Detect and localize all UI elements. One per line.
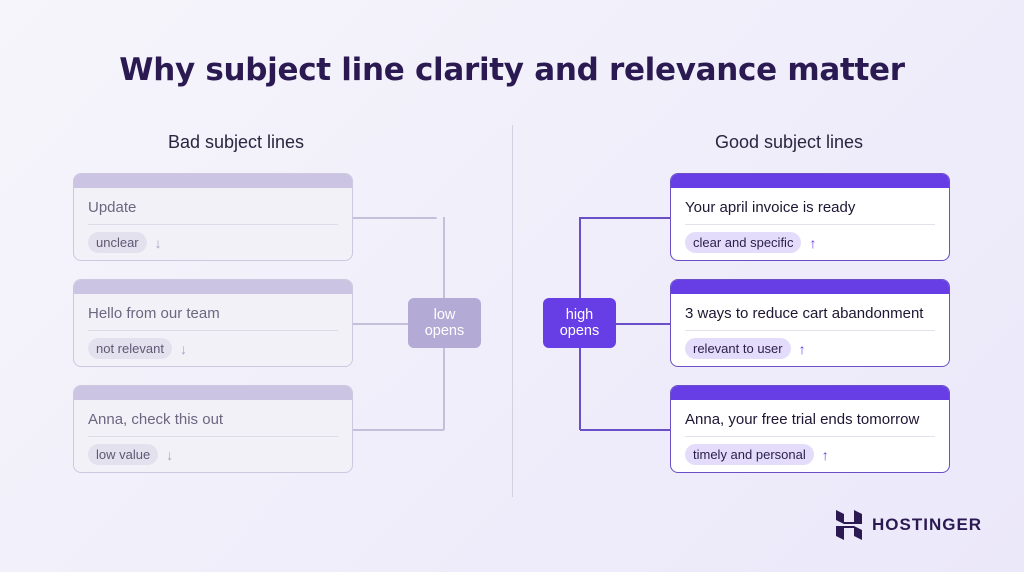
arrow-up-icon: ↑ xyxy=(798,340,806,357)
bad-subject-card: Update unclear ↓ xyxy=(73,173,353,261)
card-header-strip xyxy=(74,280,352,294)
good-subject-card: Anna, your free trial ends tomorrow time… xyxy=(670,385,950,473)
arrow-down-icon: ↓ xyxy=(154,234,162,251)
page-title: Why subject line clarity and relevance m… xyxy=(119,52,905,88)
separator xyxy=(88,224,338,225)
arrow-down-icon: ↓ xyxy=(166,446,174,463)
node-text: opens xyxy=(424,323,465,339)
good-subject-card: 3 ways to reduce cart abandonment releva… xyxy=(670,279,950,367)
quality-tag: not relevant xyxy=(88,338,172,359)
connector xyxy=(580,217,670,219)
quality-tag: low value xyxy=(88,444,159,465)
connector xyxy=(353,217,437,219)
node-text: high xyxy=(565,307,594,323)
connector xyxy=(615,323,670,325)
card-header-strip xyxy=(671,174,949,188)
connector xyxy=(353,429,444,431)
separator xyxy=(88,330,338,331)
separator xyxy=(685,436,935,437)
node-text: low xyxy=(433,307,456,323)
logo-text: HOSTINGER xyxy=(872,515,983,534)
subject-line: Your april invoice is ready xyxy=(685,199,856,216)
bad-heading: Bad subject lines xyxy=(167,132,305,152)
arrow-up-icon: ↑ xyxy=(809,234,817,251)
card-header-strip xyxy=(74,174,352,188)
connector xyxy=(580,429,670,431)
hostinger-logo: HOSTINGER xyxy=(836,510,982,540)
node-text: opens xyxy=(559,323,600,339)
arrow-up-icon: ↑ xyxy=(821,446,829,463)
quality-tag: timely and personal xyxy=(685,444,814,465)
card-header-strip xyxy=(74,386,352,400)
subject-line: 3 ways to reduce cart abandonment xyxy=(685,305,924,322)
divider xyxy=(512,125,513,497)
subject-line: Update xyxy=(88,199,137,216)
separator xyxy=(685,224,935,225)
separator xyxy=(88,436,338,437)
good-heading: Good subject lines xyxy=(714,132,864,152)
quality-tag: unclear xyxy=(88,232,147,253)
connector xyxy=(353,323,409,325)
arrow-down-icon: ↓ xyxy=(179,340,187,357)
subject-line: Anna, check this out xyxy=(88,411,224,428)
bad-subject-card: Anna, check this out low value ↓ xyxy=(73,385,353,473)
card-header-strip xyxy=(671,280,949,294)
hostinger-logo-icon xyxy=(836,510,862,540)
good-subject-card: Your april invoice is ready clear and sp… xyxy=(670,173,950,261)
quality-tag: relevant to user xyxy=(685,338,791,359)
quality-tag: clear and specific xyxy=(685,232,802,253)
bad-subject-card: Hello from our team not relevant ↓ xyxy=(73,279,353,367)
separator xyxy=(685,330,935,331)
card-header-strip xyxy=(671,386,949,400)
subject-line: Hello from our team xyxy=(88,305,220,322)
subject-line: Anna, your free trial ends tomorrow xyxy=(685,411,920,428)
